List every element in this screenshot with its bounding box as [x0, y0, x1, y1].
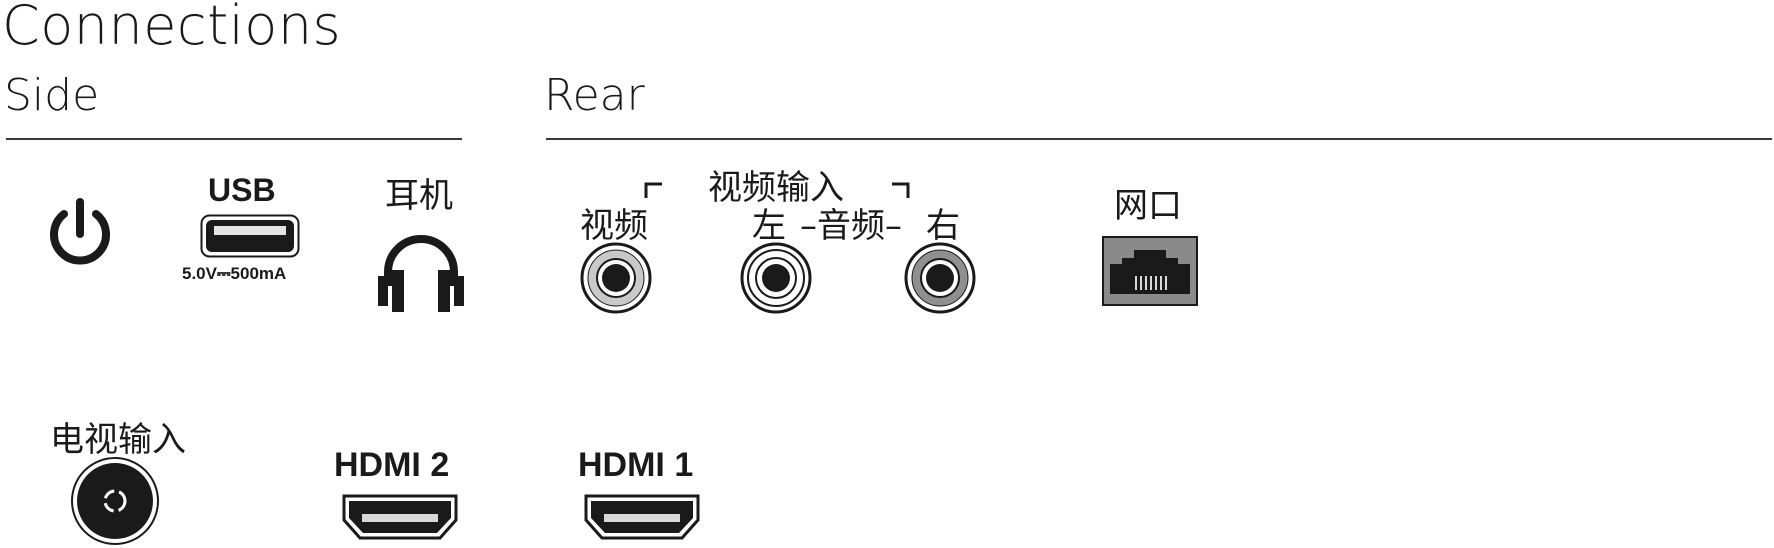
rear-divider	[546, 138, 1772, 140]
side-divider	[6, 138, 462, 140]
video-input-group-label: 视频输入	[708, 168, 844, 208]
bracket-right-icon	[892, 182, 910, 198]
hdmi2-label: HDMI 2	[334, 446, 450, 484]
power-icon	[50, 198, 110, 265]
ethernet-port-icon	[1102, 236, 1198, 306]
headphones-icon	[378, 235, 464, 312]
rear-heading: Rear	[544, 70, 645, 121]
hdmi1-port-icon	[584, 494, 700, 540]
audio-label: –音频–	[800, 206, 902, 246]
rca-audio-left-jack-icon	[740, 242, 812, 314]
hdmi2-port-icon	[342, 494, 458, 540]
video-label: 视频	[580, 206, 648, 246]
side-heading: Side	[4, 70, 100, 121]
tv-input-label: 电视输入	[50, 420, 186, 460]
page-title: Connections	[2, 0, 342, 57]
hdmi1-label: HDMI 1	[578, 446, 694, 484]
usb-label: USB	[208, 172, 276, 208]
usb-port-icon	[200, 214, 300, 258]
network-label: 网口	[1114, 186, 1182, 226]
audio-left-label: 左	[752, 206, 786, 246]
audio-right-label: 右	[926, 206, 960, 246]
headphones-label: 耳机	[385, 176, 453, 216]
bracket-left-icon	[644, 182, 662, 198]
rca-video-jack-icon	[580, 242, 652, 314]
antenna-jack-icon	[71, 457, 159, 545]
usb-spec: 5.0V⎓500mA	[182, 264, 287, 283]
rca-audio-right-jack-icon	[904, 242, 976, 314]
